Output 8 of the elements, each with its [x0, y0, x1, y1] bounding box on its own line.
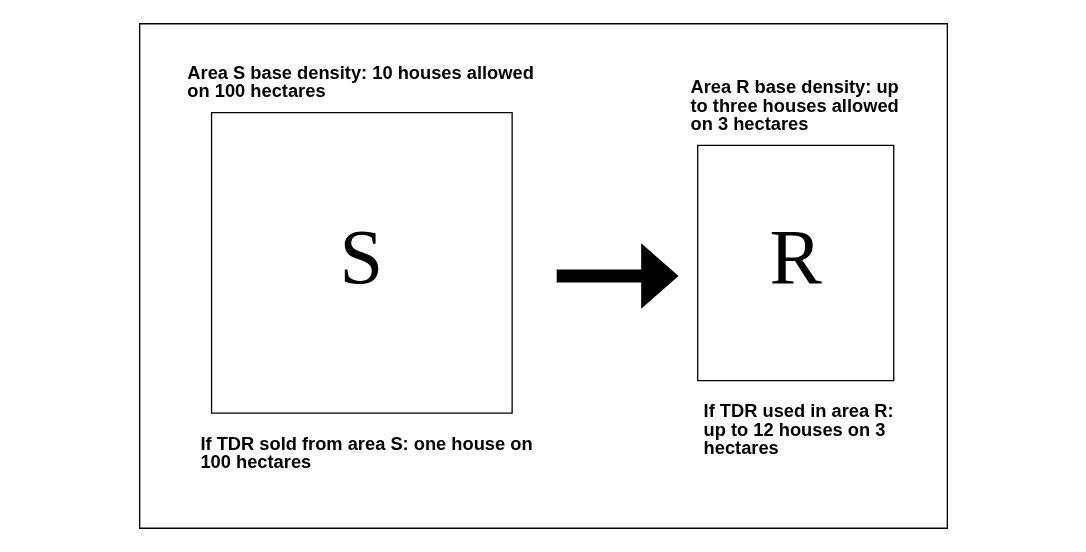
node-label: If TDR used in area R: up to 12 houses on 3 hectares	[703, 400, 894, 458]
node-label: Area R base density: up to three houses allowed on 3 hectares	[690, 76, 899, 134]
node-box: R	[696, 144, 894, 382]
node-box: S	[210, 112, 513, 414]
node-label: If TDR sold from area S: one house on 100 hectares	[199, 433, 533, 473]
arrow	[556, 243, 679, 309]
cluster	[138, 23, 948, 529]
node-label: Area S base density: 10 houses allowed on 100 hectares	[186, 61, 534, 102]
